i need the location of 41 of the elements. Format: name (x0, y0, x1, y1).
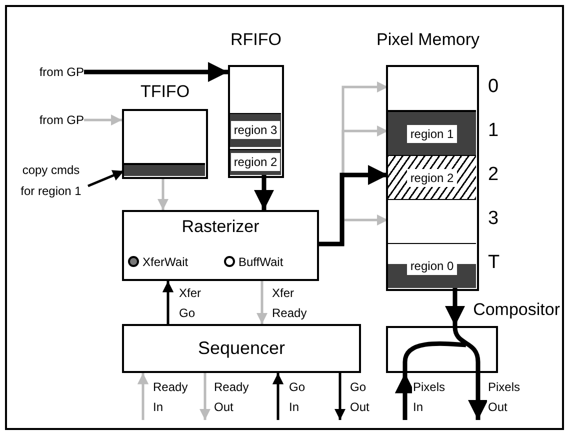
region-label: region 2 (230, 153, 280, 172)
arrow (256, 281, 268, 324)
arrow (272, 373, 284, 420)
note-text: copy cmds for region 1 (14, 160, 88, 202)
arrow (84, 114, 122, 126)
row-number: 0 (488, 76, 499, 98)
arrow (254, 175, 274, 210)
memory-slot (388, 111, 476, 155)
input-label: from GP (10, 62, 84, 83)
arrow (444, 288, 466, 326)
buffer-region (230, 148, 281, 175)
row-number: 1 (488, 120, 499, 142)
process-box: Sequencer (122, 324, 361, 373)
process-box (122, 210, 319, 281)
arrow (88, 170, 124, 188)
arrow (162, 281, 174, 324)
block-title: Rasterizer (180, 216, 260, 238)
status-label: BuffWait (238, 254, 284, 270)
row-number: T (488, 252, 500, 274)
command-bar (124, 162, 205, 176)
status-label: XferWait (142, 254, 188, 270)
region-label: region 3 (230, 121, 280, 139)
block-title: RFIFO (230, 29, 282, 51)
input-label: from GP (10, 110, 84, 131)
block-title: TFIFO (139, 81, 191, 103)
arrow (468, 373, 488, 420)
memory-slot (388, 243, 476, 288)
row-number: 2 (488, 164, 499, 186)
block-title: Compositor (472, 299, 560, 321)
region-label: region 1 (407, 124, 457, 142)
arrow (334, 373, 346, 420)
row-number: 3 (488, 208, 499, 230)
arrow (199, 373, 211, 420)
block-title: Pixel Memory (376, 29, 480, 51)
region-label: region 2 (407, 168, 457, 186)
arrow (137, 373, 149, 420)
arrow (84, 62, 228, 82)
memory-slot (388, 155, 476, 199)
arrow (319, 164, 388, 246)
buffer-region (230, 112, 281, 146)
arrow (157, 179, 169, 210)
